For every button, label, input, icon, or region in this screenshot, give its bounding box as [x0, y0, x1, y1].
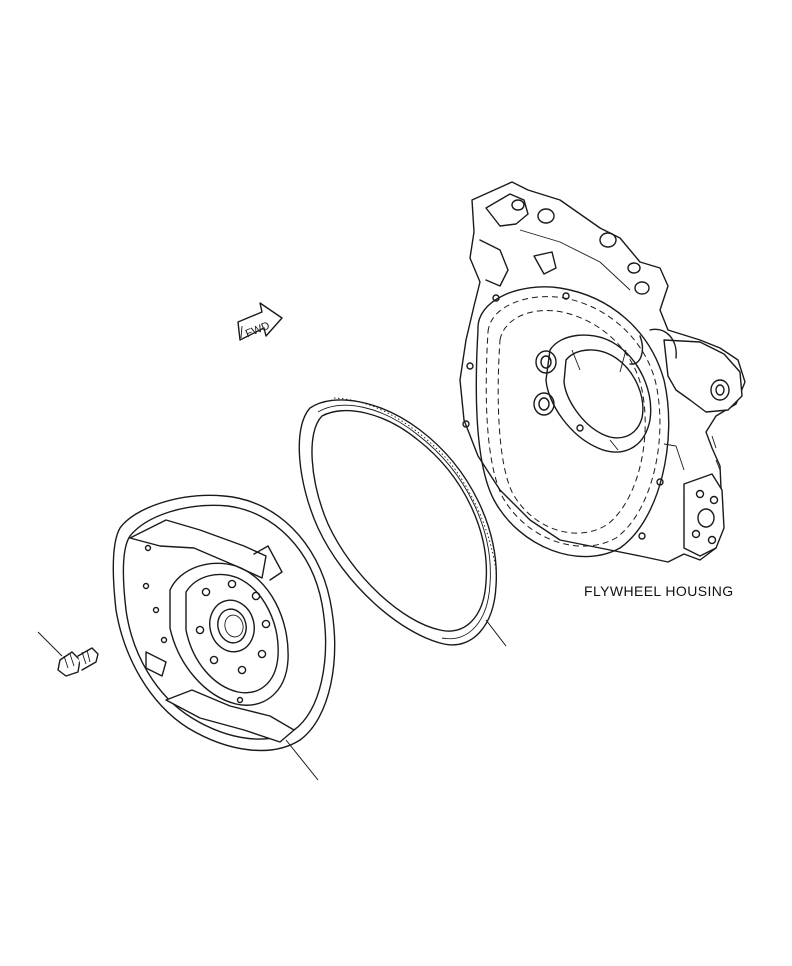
flywheel-housing-label: FLYWHEEL HOUSING [584, 583, 734, 599]
flywheel-housing [459, 181, 746, 563]
flywheel-leader [285, 739, 319, 781]
flywheel-bolt [37, 631, 99, 677]
ring-gear-leader [485, 619, 507, 647]
fwd-arrow-icon: FWD [237, 302, 283, 341]
bolt-leader [37, 631, 63, 657]
ring-gear [298, 397, 507, 647]
flywheel [112, 494, 336, 781]
